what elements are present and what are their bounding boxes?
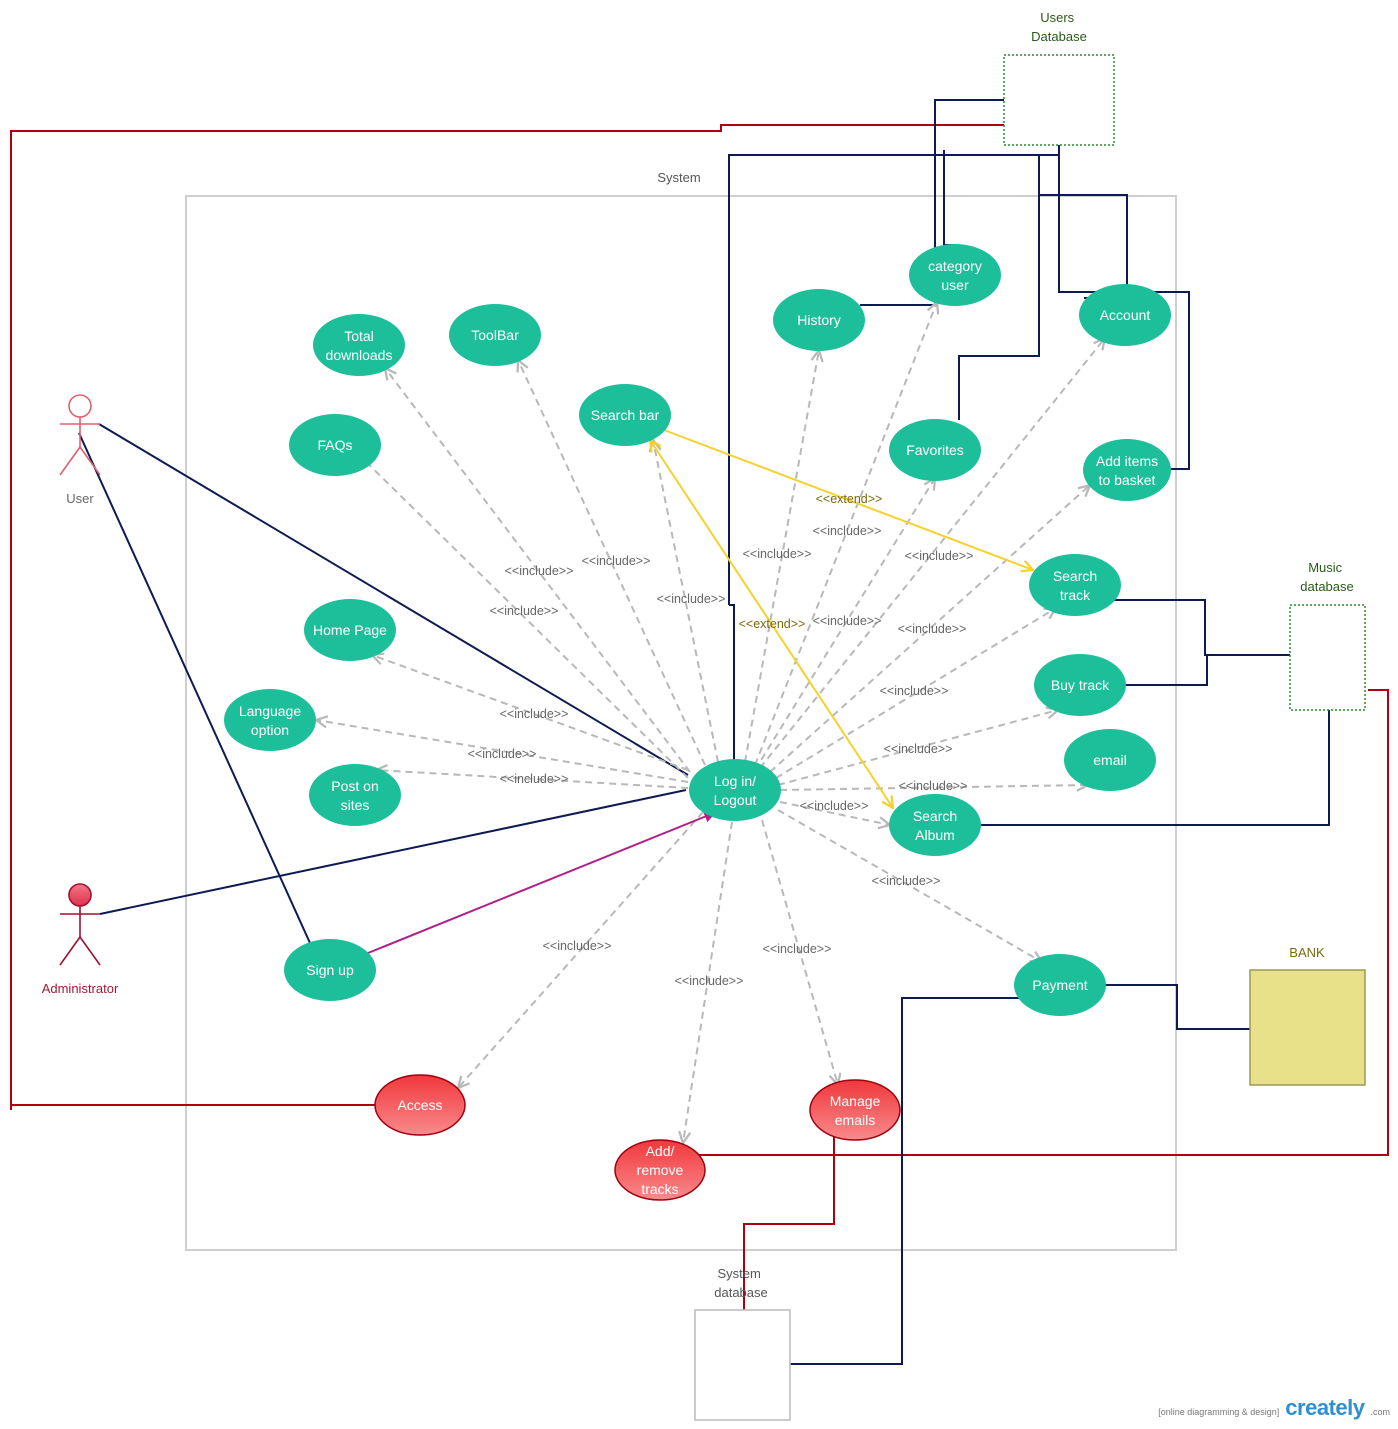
red-connectors (10, 124, 1389, 1310)
actor-stick-figure-icon (59, 394, 101, 476)
include-label: <<include>> (800, 799, 869, 813)
users-database-label: Users (1040, 10, 1074, 25)
usecase-search-bar[interactable]: Search bar (579, 384, 671, 446)
system-database[interactable]: System database (694, 1266, 791, 1421)
bank-label: BANK (1289, 945, 1325, 960)
usecase-faqs[interactable]: FAQs (289, 414, 381, 476)
include-label: <<include>> (490, 604, 559, 618)
svg-text:FAQs: FAQs (317, 437, 352, 453)
actor-user[interactable]: User (59, 394, 101, 506)
svg-text:ToolBar: ToolBar (471, 327, 519, 343)
usecase-favorites[interactable]: Favorites (889, 419, 981, 481)
music-database[interactable]: Music database (1289, 560, 1366, 711)
include-relations (316, 302, 1105, 1143)
svg-text:Sign up: Sign up (306, 962, 354, 978)
bank[interactable]: BANK (1249, 945, 1366, 1086)
system-database-label: System (718, 1266, 761, 1281)
creately-logo[interactable]: creately (1285, 1395, 1365, 1420)
system-label: System (657, 170, 700, 185)
usecase-history[interactable]: History (773, 289, 865, 351)
include-label: <<include>> (898, 622, 967, 636)
usecase-sign-up[interactable]: Sign up (284, 939, 376, 1001)
include-label: <<include>> (505, 564, 574, 578)
svg-text:History: History (797, 312, 841, 328)
usecase-payment[interactable]: Payment (1014, 954, 1106, 1016)
svg-text:Access: Access (397, 1097, 442, 1113)
svg-text:Account: Account (1100, 307, 1151, 323)
svg-text:Home Page: Home Page (313, 622, 387, 638)
usecase-home-page[interactable]: Home Page (304, 599, 396, 661)
include-label: <<include>> (543, 939, 612, 953)
extend-relations (650, 429, 1033, 808)
include-label: <<include>> (880, 684, 949, 698)
include-label: <<include>> (500, 707, 569, 721)
include-label: <<include>> (675, 974, 744, 988)
include-label: <<include>> (763, 942, 832, 956)
usecase-toolbar[interactable]: ToolBar (449, 304, 541, 366)
svg-text:Users Database: Users Database (1031, 10, 1087, 44)
footer-domain: .com (1370, 1407, 1390, 1417)
music-database-label: Music (1308, 560, 1342, 575)
usecase-access[interactable]: Access (374, 1074, 466, 1136)
extend-label: <<extend>> (739, 617, 806, 631)
include-label: <<include>> (582, 554, 651, 568)
creately-footer: [online diagramming & design] creately .c… (1158, 1395, 1390, 1421)
actor-administrator-label: Administrator (42, 981, 119, 996)
svg-text:Favorites: Favorites (906, 442, 964, 458)
usecase-email[interactable]: email (1064, 729, 1156, 791)
include-label: <<include>> (905, 549, 974, 563)
include-label: <<include>> (500, 772, 569, 786)
svg-text:email: email (1093, 752, 1126, 768)
system-boundary (185, 195, 1177, 1251)
include-label: <<include>> (899, 779, 968, 793)
svg-text:System database: System database (714, 1266, 768, 1300)
include-label: <<include>> (813, 614, 882, 628)
usecase-buy-track[interactable]: Buy track (1034, 654, 1126, 716)
users-database[interactable]: Users Database (1003, 10, 1115, 146)
actor-administrator[interactable]: Administrator (42, 883, 119, 996)
include-label: <<include>> (872, 874, 941, 888)
usecase-account[interactable]: Account (1079, 284, 1171, 346)
footer-tagline: [online diagramming & design] (1158, 1407, 1280, 1417)
svg-text:Search bar: Search bar (591, 407, 660, 423)
svg-text:Music database: Music database (1300, 560, 1354, 594)
svg-text:Payment: Payment (1032, 977, 1087, 993)
include-label: <<include>> (813, 524, 882, 538)
include-label: <<include>> (657, 592, 726, 606)
actor-stick-figure-icon (59, 883, 101, 966)
include-label: <<include>> (468, 747, 537, 761)
actor-user-label: User (66, 491, 94, 506)
signup-login-arrow (367, 811, 717, 954)
include-label: <<include>> (884, 742, 953, 756)
usecase-login-logout[interactable]: Log in/Logout (689, 759, 781, 821)
extend-label: <<extend>> (816, 492, 883, 506)
relation-labels: <<include>> <<include>> <<include>> <<in… (468, 492, 974, 988)
svg-text:Log in/Logout: Log in/Logout (714, 773, 757, 808)
include-label: <<include>> (743, 547, 812, 561)
svg-text:Buy track: Buy track (1051, 677, 1110, 693)
